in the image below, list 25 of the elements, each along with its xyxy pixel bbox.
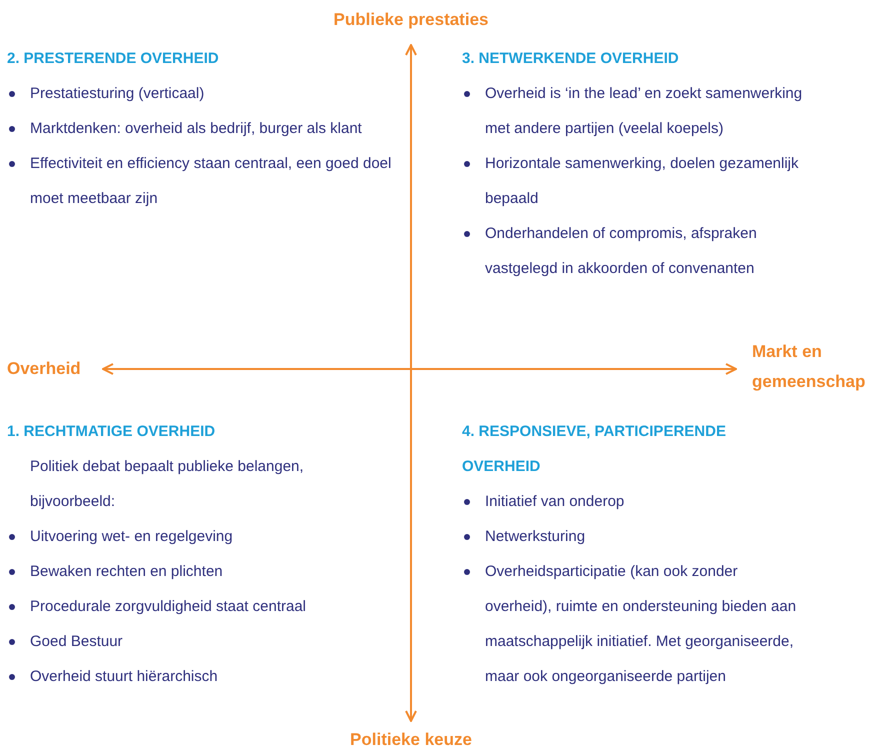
bullet-item: Procedurale zorgvuldigheid staat centraal — [7, 589, 392, 624]
bullet-item: Goed Bestuur — [7, 624, 392, 659]
bullet-item: Onderhandelen of compromis, afspraken vastgelegd in akkoorden of convenanten — [462, 216, 807, 286]
axis-arrow — [102, 363, 737, 375]
bullet-item: Prestatiesturing (verticaal) — [7, 76, 392, 111]
axis-arrow — [405, 44, 417, 722]
bullet-item: Overheid is ‘in the lead’ en zoekt samenwerking met andere partijen (veelal koepels) — [462, 76, 807, 146]
axis-label: Overheid — [7, 354, 97, 384]
bullet-item: Uitvoering wet- en regelgeving — [7, 519, 392, 554]
quadrant-heading: 2. PRESTERENDE OVERHEID — [7, 49, 220, 69]
quadrant-heading: 4. RESPONSIEVE, PARTICIPERENDE OVERHEID — [462, 422, 727, 477]
bullet-item: Overheid stuurt hiërarchisch — [7, 659, 392, 694]
bullet-item: Marktdenken: overheid als bedrijf, burger als klant — [7, 111, 392, 146]
bullet-item: Overheidsparticipatie (kan ook zonder overheid), ruimte en ondersteuning bieden aan maatschappelijk initiatief. Met georganiseerde, maar ook ongeorganiseerde partijen — [462, 554, 807, 694]
bullet-item: Effectiviteit en efficiency staan centraal, een goed doel moet meetbaar zijn — [7, 146, 392, 216]
bullet-item: Netwerksturing — [462, 519, 807, 554]
quadrant-text: Politiek debat bepaalt publieke belangen, bijvoorbeeld: — [29, 457, 305, 512]
quadrant-heading: 3. NETWERKENDE OVERHEID — [462, 49, 680, 69]
axis-label: Markt en gemeenschap — [752, 337, 877, 397]
bullet-item: Initiatief van onderop — [462, 484, 807, 519]
axis-label: Politieke keuze — [311, 725, 511, 747]
quadrant-heading: 1. RECHTMATIGE OVERHEID — [7, 422, 216, 442]
bullet-item: Bewaken rechten en plichten — [7, 554, 392, 589]
bullet-item: Horizontale samenwerking, doelen gezamenlijk bepaald — [462, 146, 807, 216]
axis-label: Publieke prestaties — [311, 5, 511, 35]
